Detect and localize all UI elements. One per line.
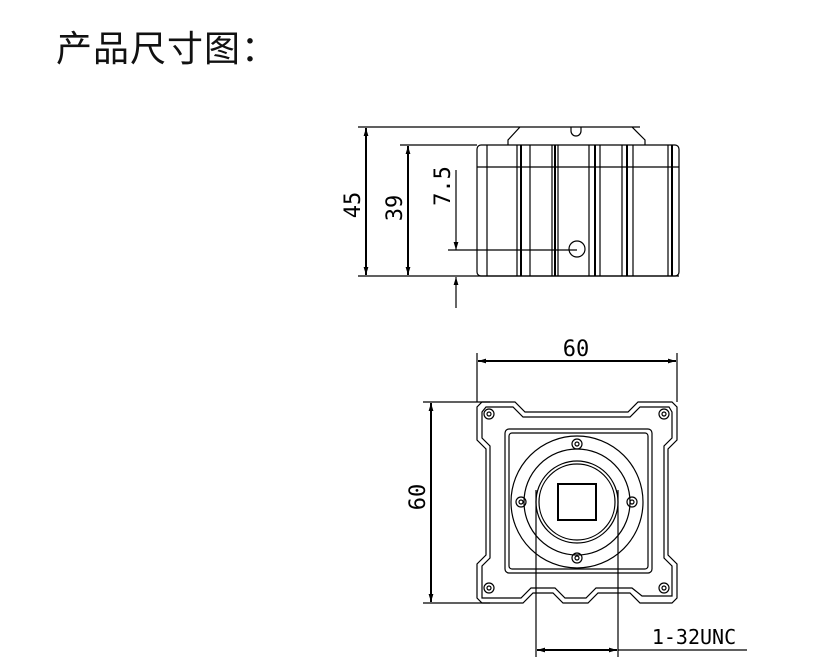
side-view: 45 39 7.5 [341,126,680,308]
thread-extension-lines [535,490,619,657]
front-recess [504,428,653,574]
lens-mount-outline [358,126,646,145]
front-plate-outline [476,401,678,604]
dim-45-label: 45 [341,192,366,219]
lens-opening [535,460,619,544]
dim-7-5-label: 7.5 [431,166,456,206]
dim-height-label: 60 [406,484,431,511]
thread-label: 1-32UNC [652,625,736,649]
mount-notch [570,127,582,137]
front-recess-inner [508,432,649,570]
extension-lines [358,144,679,277]
lens-mount-ring [523,448,631,556]
dim-39-label: 39 [383,195,408,222]
screw-holes [483,408,670,594]
lens-opening-inner [538,463,616,541]
sensor-window [557,483,597,521]
lens-mount-ring-outer [510,435,644,569]
page-title: 产品尺寸图： [56,29,279,70]
mount-hole [568,240,586,258]
front-plate-inner-outline [481,406,673,599]
extension-lines [423,353,678,604]
front-view: 60 60 1-32UNC [406,337,747,657]
cooling-fins [486,145,673,276]
dim-width-label: 60 [563,337,590,362]
